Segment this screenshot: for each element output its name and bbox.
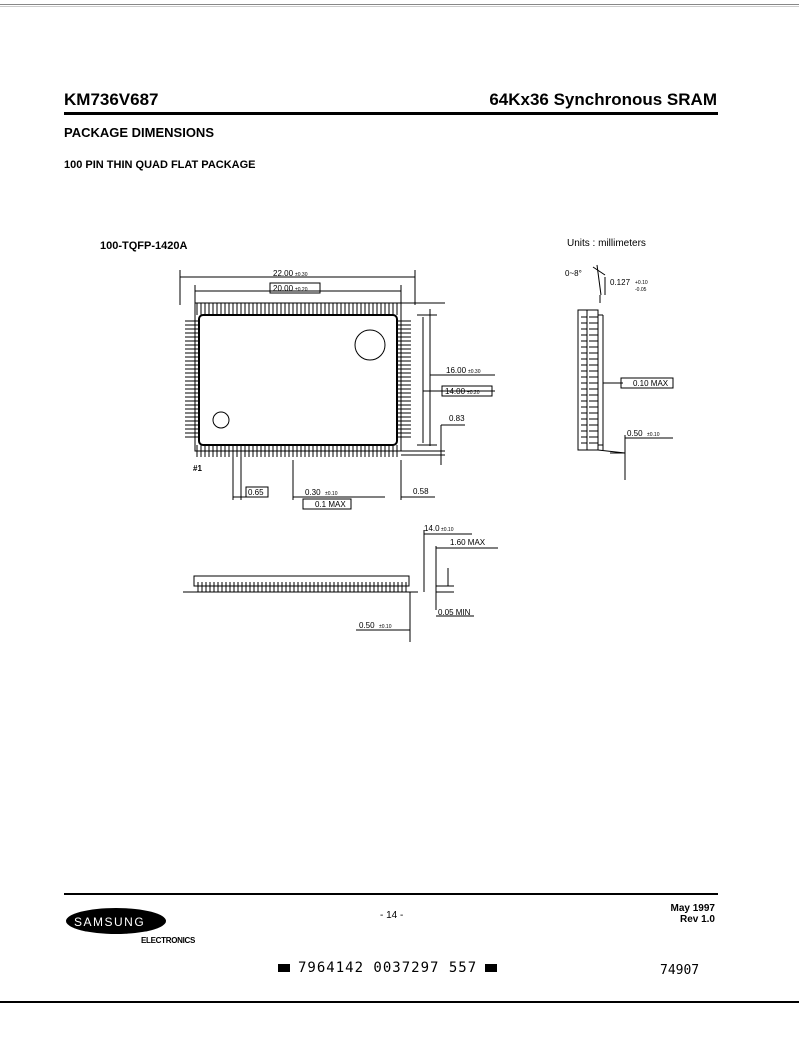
part-number: KM736V687 — [64, 90, 159, 109]
scan-number: 74907 — [660, 963, 700, 978]
package-code: 100-TQFP-1420A — [100, 240, 188, 252]
rev-label: Rev 1.0 — [679, 914, 715, 925]
dim-14-tol: ±0.20 — [467, 390, 480, 396]
barcode-text: 7964142 0037297 557 — [298, 960, 478, 976]
units-note: Units : millimeters — [567, 238, 646, 249]
product-title: 64Kx36 Synchronous SRAM — [489, 90, 717, 109]
section-title: PACKAGE DIMENSIONS — [64, 125, 214, 140]
flatness-label: 0.10 MAX — [633, 379, 669, 388]
side-leads-detail — [581, 316, 598, 444]
lead-thickness-tol-plus: +0.10 — [635, 280, 648, 286]
side-foot-tol: ±0.10 — [379, 624, 392, 630]
top-edge-rule-2 — [0, 6, 799, 7]
date-label: May 1997 — [670, 903, 715, 914]
angle-label: 0~8° — [565, 269, 582, 278]
top-view-drawing: 22.00 ±0.30 20.00 ±0.20 16.00 ±0.30 14.0… — [179, 269, 495, 510]
top-leads — [185, 303, 411, 457]
dim-083-label: 0.83 — [449, 414, 465, 423]
samsung-logo: SAMSUNG — [66, 908, 166, 934]
pitch-label: 0.65 — [248, 488, 264, 497]
top-edge-rule — [0, 4, 799, 5]
dim-22-tol: ±0.30 — [295, 272, 308, 278]
height-label: 1.60 MAX — [450, 538, 486, 547]
dim-16-tol: ±0.30 — [468, 369, 481, 375]
dim-22-label: 22.00 — [273, 269, 294, 278]
footer-rule — [64, 893, 718, 895]
section-subtitle: 100 PIN THIN QUAD FLAT PACKAGE — [64, 159, 256, 171]
dim-16-label: 16.00 — [446, 366, 467, 375]
foot-length-tol: ±0.10 — [647, 432, 660, 438]
lead-detail-drawing: 0~8° 0.127 +0.10 -0.05 0.10 MAX 0.50 ±0.… — [565, 264, 674, 480]
division-label: ELECTRONICS — [141, 936, 196, 945]
side-width-tol: ±0.10 — [441, 527, 454, 533]
barcode-block-right — [485, 964, 498, 972]
barcode-block-left — [278, 964, 290, 972]
dim-14-label: 14.00 — [445, 387, 466, 396]
side-leads — [197, 582, 407, 592]
dim-20-tol: ±0.20 — [295, 287, 308, 293]
bottom-edge-rule — [0, 1001, 799, 1003]
standoff-label: 0.05 MIN — [438, 608, 471, 617]
dim-20-label: 20.00 — [273, 284, 294, 293]
lead-thickness-label: 0.127 — [610, 278, 631, 287]
lead-width-label: 0.30 — [305, 488, 321, 497]
brand-text: SAMSUNG — [74, 915, 145, 929]
lead-width-tol: ±0.10 — [325, 491, 338, 497]
revision-info: May 1997 Rev 1.0 — [671, 903, 715, 925]
dim-058-label: 0.58 — [413, 487, 429, 496]
barcode-line: 7964142 0037297 557 — [278, 960, 498, 976]
header-rule — [64, 112, 718, 115]
foot-length-label: 0.50 — [627, 429, 643, 438]
side-width-label: 14.0 — [424, 524, 440, 533]
lead-thickness-tol-minus: -0.05 — [635, 287, 647, 293]
side-view-drawing: 14.0 ±0.10 1.60 MAX 0.05 MIN 0.50 ±0.10 — [183, 524, 498, 642]
page-number: - 14 - — [380, 910, 404, 921]
lead-position-label: 0.1 MAX — [315, 500, 346, 509]
side-foot-label: 0.50 — [359, 621, 375, 630]
pin1-label: #1 — [193, 464, 202, 473]
